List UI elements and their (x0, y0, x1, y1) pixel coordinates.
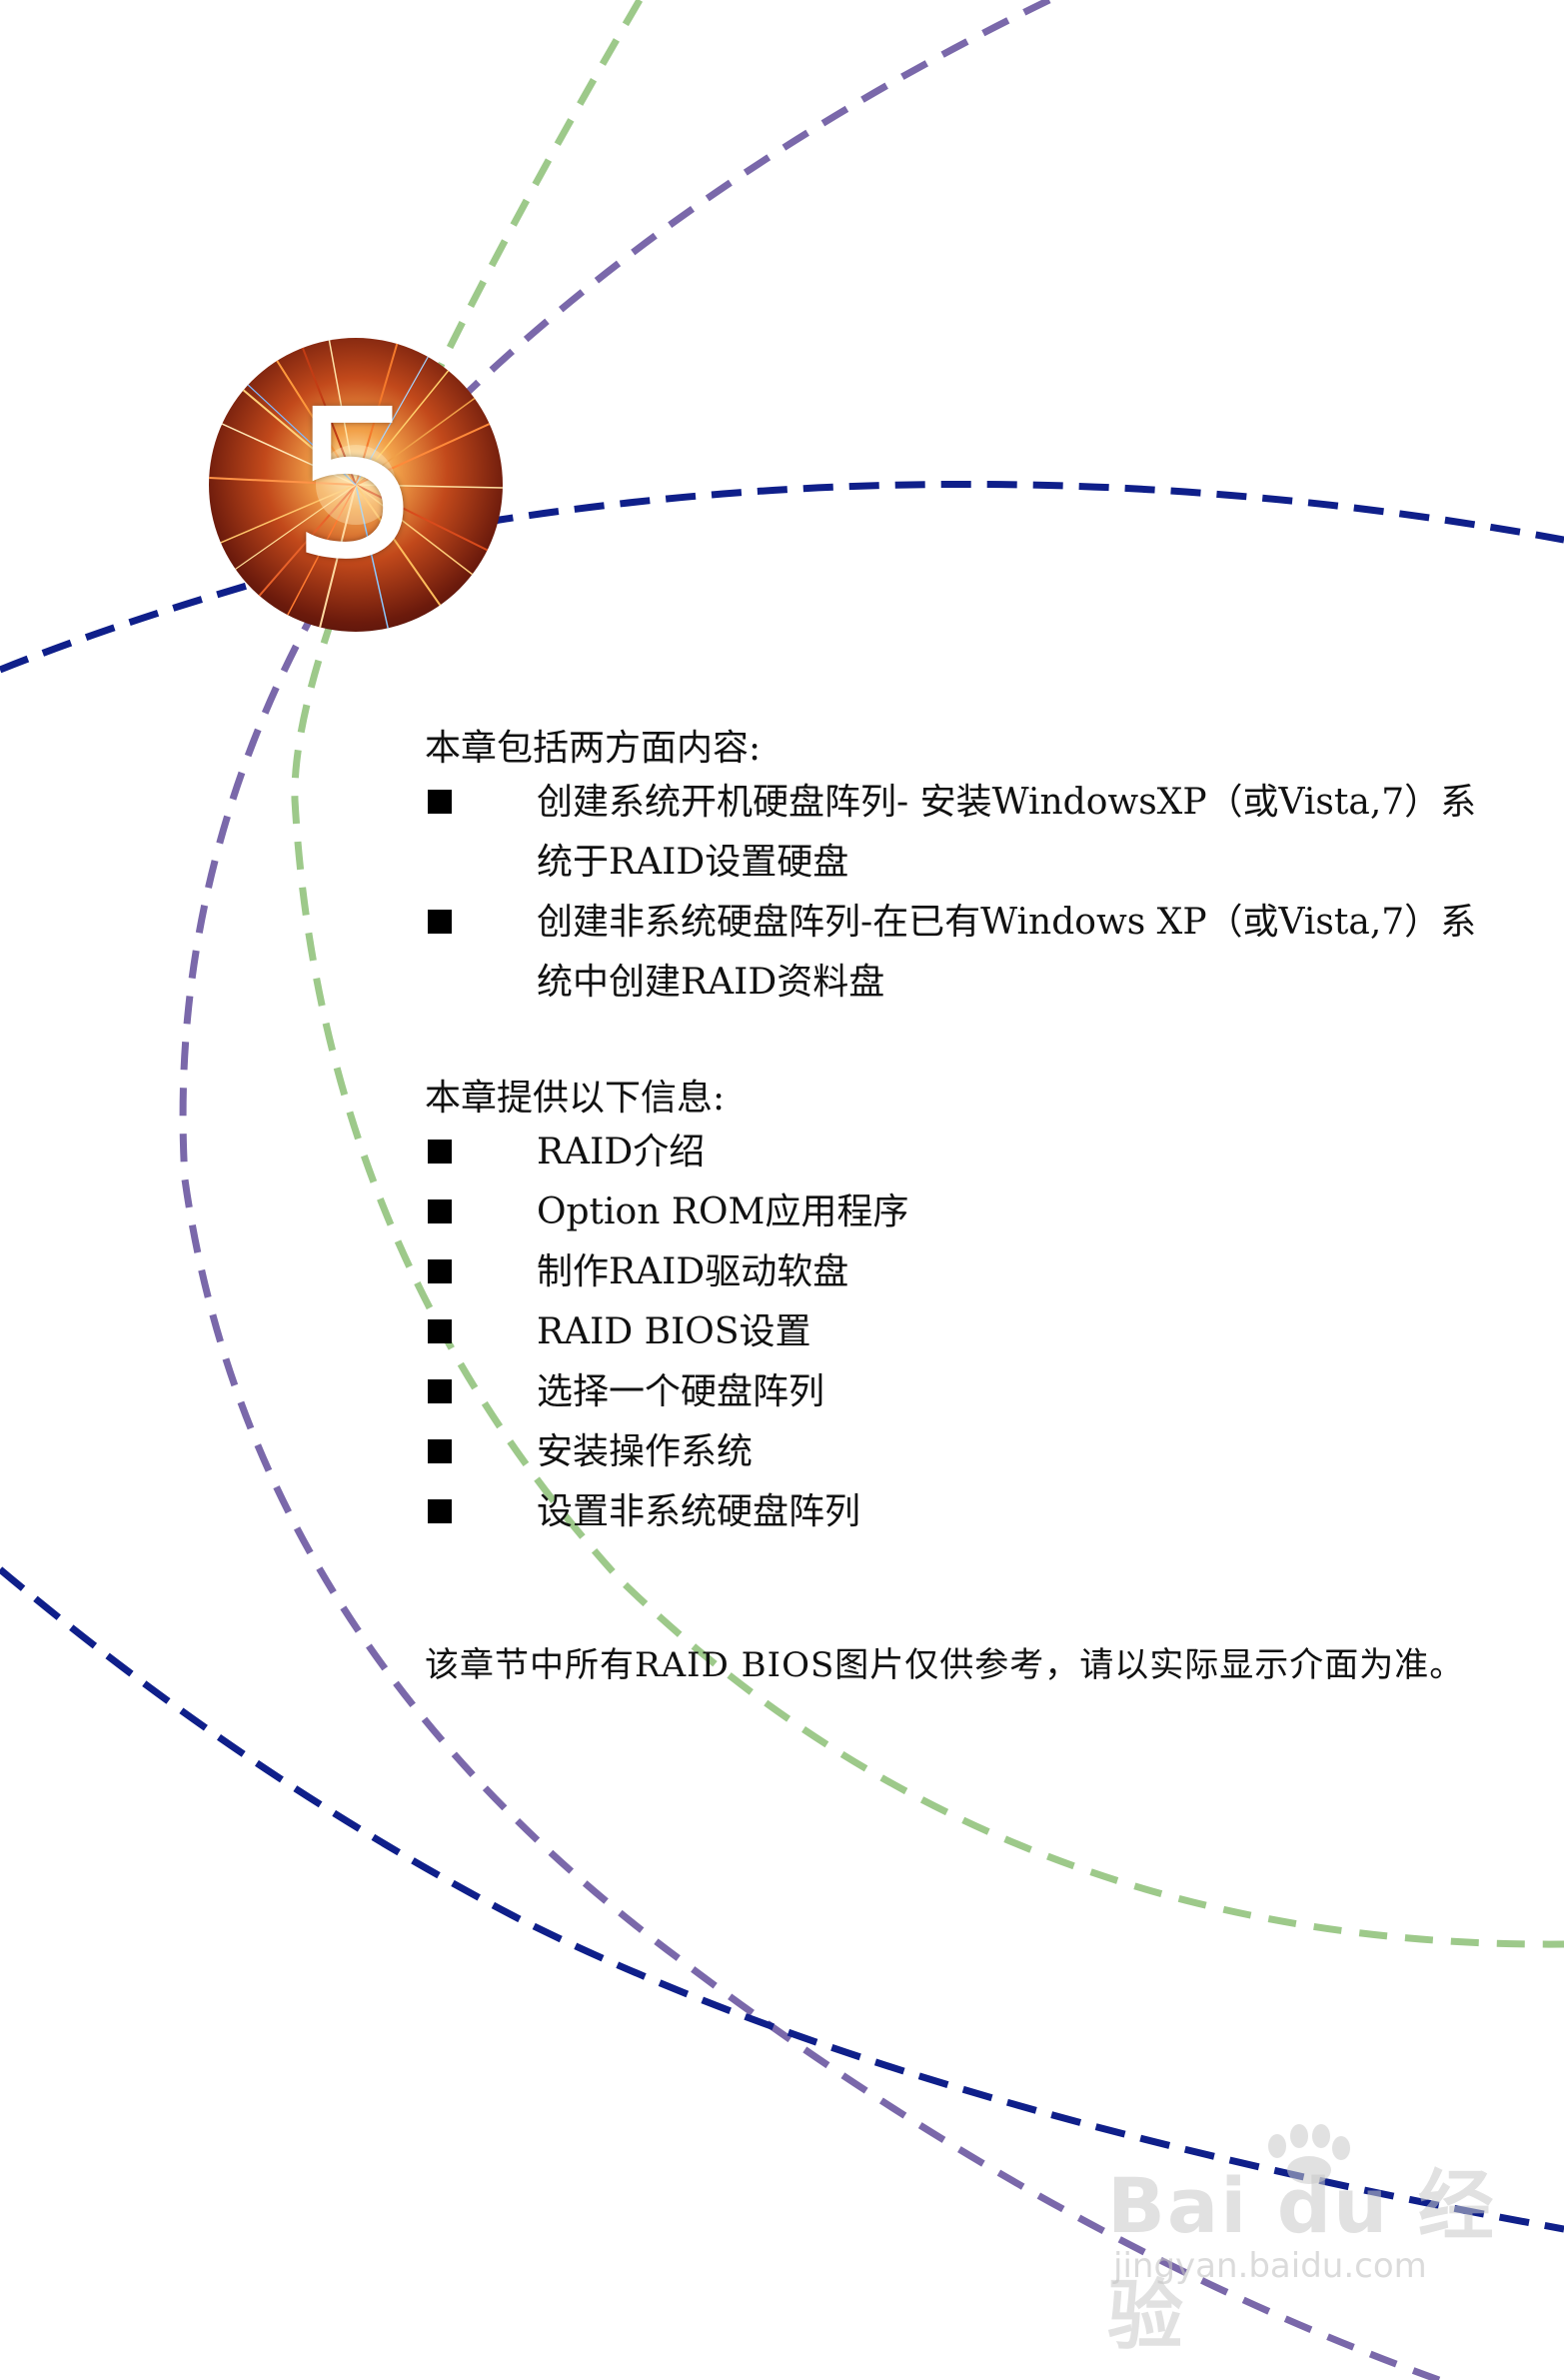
list-item-text: Option ROM应用程序 (537, 1191, 909, 1232)
navy-dashed-arc-upper (0, 480, 1564, 674)
list-item: 创建系统开机硬盘阵列- 安装WindowsXP（或Vista,7）系统于RAID… (425, 773, 1484, 893)
list-item: 选择一个硬盘阵列 (425, 1362, 1484, 1422)
paw-icon (1268, 2124, 1350, 2184)
scope-list: 创建系统开机硬盘阵列- 安装WindowsXP（或Vista,7）系统于RAID… (425, 773, 1484, 1013)
watermark-url: jingyan.baidu.com (1113, 2246, 1427, 2286)
list-item-text: RAID BIOS设置 (537, 1311, 811, 1352)
chapter-badge: 5 (209, 338, 503, 632)
square-bullet-icon (428, 1439, 452, 1463)
square-bullet-icon (428, 1499, 452, 1523)
navy-dashed-arc-lower (0, 1566, 1564, 2233)
list-item-text: 设置非系统硬盘阵列 (537, 1491, 861, 1532)
intro-scope-heading: 本章包括两方面内容: (425, 728, 762, 769)
square-bullet-icon (428, 1379, 452, 1403)
baidu-jingyan-watermark: Bai du 经验 jingyan.baidu.com (1107, 2124, 1547, 2360)
square-bullet-icon (428, 1199, 452, 1223)
firework-burst-image (209, 338, 503, 632)
reference-note: 该章节中所有RAID BIOS图片仅供参考，请以实际显示介面为准。 (425, 1645, 1465, 1685)
chapter-number: 5 (290, 365, 422, 605)
list-item: 安装操作系统 (425, 1422, 1484, 1482)
intro-info-heading: 本章提供以下信息: (425, 1078, 726, 1119)
list-item-text: 安装操作系统 (537, 1431, 754, 1472)
list-item: 设置非系统硬盘阵列 (425, 1482, 1484, 1542)
list-item: 制作RAID驱动软盘 (425, 1242, 1484, 1302)
list-item: RAID BIOS设置 (425, 1302, 1484, 1362)
list-item-text: 选择一个硬盘阵列 (537, 1371, 825, 1412)
purple-dashed-arc (179, 0, 1441, 2380)
square-bullet-icon (428, 910, 452, 934)
watermark-brand: Bai du 经验 (1107, 2161, 1496, 2360)
list-item: Option ROM应用程序 (425, 1183, 1484, 1242)
list-item-text: 创建系统开机硬盘阵列- 安装WindowsXP（或Vista,7）系统于RAID… (537, 782, 1477, 883)
list-item-text: 创建非系统硬盘阵列-在已有Windows XP（或Vista,7）系统中创建RA… (537, 902, 1477, 1003)
square-bullet-icon (428, 790, 452, 814)
info-list: RAID介绍 Option ROM应用程序 制作RAID驱动软盘 RAID BI… (425, 1123, 1484, 1542)
square-bullet-icon (428, 1259, 452, 1283)
list-item: RAID介绍 (425, 1123, 1484, 1183)
square-bullet-icon (428, 1319, 452, 1343)
list-item-text: 制作RAID驱动软盘 (537, 1251, 849, 1292)
square-bullet-icon (428, 1140, 452, 1164)
list-item: 创建非系统硬盘阵列-在已有Windows XP（或Vista,7）系统中创建RA… (425, 893, 1484, 1013)
list-item-text: RAID介绍 (537, 1132, 706, 1173)
chapter-content: 本章包括两方面内容: 创建系统开机硬盘阵列- 安装WindowsXP（或Vist… (425, 725, 1484, 1724)
